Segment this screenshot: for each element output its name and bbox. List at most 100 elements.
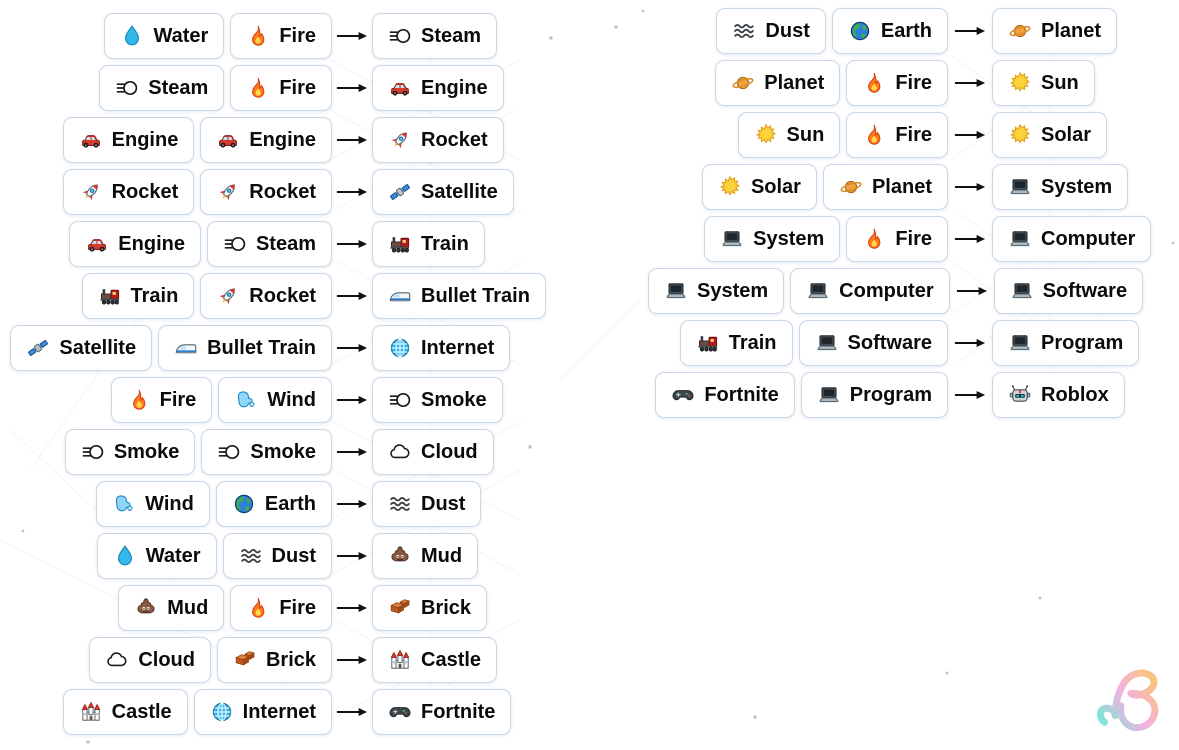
item-tile-computer[interactable]: Computer xyxy=(992,216,1152,262)
item-tile-system[interactable]: System xyxy=(992,164,1129,210)
item-tile-smoke[interactable]: Smoke xyxy=(372,377,503,423)
item-tile-internet[interactable]: Internet xyxy=(193,689,332,735)
item-tile-fire[interactable]: Fire xyxy=(110,377,213,423)
gamepad-icon xyxy=(388,700,412,724)
item-tile-engine[interactable]: Engine xyxy=(372,65,504,111)
item-tile-mud[interactable]: Mud xyxy=(118,585,225,631)
item-tile-solar[interactable]: Solar xyxy=(701,164,817,210)
item-tile-fire[interactable]: Fire xyxy=(230,13,332,59)
item-tile-train[interactable]: Train xyxy=(679,320,793,366)
item-label: Planet xyxy=(871,175,932,198)
car-icon xyxy=(79,128,103,152)
item-tile-planet[interactable]: Planet xyxy=(715,60,841,106)
item-tile-engine[interactable]: Engine xyxy=(200,117,332,163)
laptop-icon xyxy=(806,279,830,303)
item-tile-roblox[interactable]: Roblox xyxy=(992,372,1125,418)
item-tile-sun[interactable]: Sun xyxy=(737,112,841,158)
item-tile-smoke[interactable]: Smoke xyxy=(201,429,332,475)
item-tile-rocket[interactable]: Rocket xyxy=(372,117,504,163)
item-tile-fire[interactable]: Fire xyxy=(846,216,948,262)
item-tile-engine[interactable]: Engine xyxy=(69,221,201,267)
item-label: Earth xyxy=(880,19,932,42)
item-tile-sun[interactable]: Sun xyxy=(992,60,1095,106)
item-tile-computer[interactable]: Computer xyxy=(790,268,950,314)
ingredients: Dust Earth xyxy=(648,8,948,54)
item-tile-mud[interactable]: Mud xyxy=(372,533,479,579)
item-tile-fire[interactable]: Fire xyxy=(846,112,948,158)
item-label: Solar xyxy=(750,175,801,198)
item-tile-system[interactable]: System xyxy=(704,216,841,262)
item-tile-earth[interactable]: Earth xyxy=(215,481,332,527)
result: Brick xyxy=(372,585,488,631)
item-tile-satellite[interactable]: Satellite xyxy=(372,169,514,215)
item-tile-internet[interactable]: Internet xyxy=(372,325,511,371)
item-tile-rocket[interactable]: Rocket xyxy=(200,169,332,215)
item-tile-dust[interactable]: Dust xyxy=(372,481,482,527)
arrow-right-icon xyxy=(332,186,372,198)
item-tile-solar[interactable]: Solar xyxy=(992,112,1108,158)
locomotive-icon xyxy=(696,331,720,355)
item-tile-planet[interactable]: Planet xyxy=(822,164,948,210)
item-label: Rocket xyxy=(111,180,179,203)
item-tile-planet[interactable]: Planet xyxy=(992,8,1118,54)
item-label: Castle xyxy=(421,648,482,671)
item-tile-system[interactable]: System xyxy=(648,268,785,314)
item-tile-fortnite[interactable]: Fortnite xyxy=(372,689,512,735)
item-tile-train[interactable]: Train xyxy=(372,221,485,267)
fire-icon xyxy=(246,24,270,48)
item-tile-fire[interactable]: Fire xyxy=(846,60,948,106)
item-tile-software[interactable]: Software xyxy=(993,268,1144,314)
item-tile-smoke[interactable]: Smoke xyxy=(64,429,196,475)
item-tile-wind[interactable]: Wind xyxy=(218,377,332,423)
item-tile-water[interactable]: Water xyxy=(96,533,217,579)
item-tile-fire[interactable]: Fire xyxy=(230,585,332,631)
arrow-right-icon xyxy=(948,25,992,37)
item-label: Fire xyxy=(159,388,197,411)
result: Computer xyxy=(992,216,1152,262)
water-droplet-icon xyxy=(113,544,137,568)
item-tile-engine[interactable]: Engine xyxy=(62,117,195,163)
item-tile-water[interactable]: Water xyxy=(104,13,225,59)
item-label: Dust xyxy=(765,19,810,42)
item-tile-steam[interactable]: Steam xyxy=(206,221,332,267)
item-tile-brick[interactable]: Brick xyxy=(372,585,488,631)
result: Dust xyxy=(372,481,482,527)
item-tile-dust[interactable]: Dust xyxy=(222,533,332,579)
result: System xyxy=(992,164,1129,210)
item-tile-software[interactable]: Software xyxy=(798,320,948,366)
item-tile-fire[interactable]: Fire xyxy=(230,65,332,111)
item-tile-wind[interactable]: Wind xyxy=(96,481,210,527)
item-tile-cloud[interactable]: Cloud xyxy=(89,637,211,683)
item-tile-cloud[interactable]: Cloud xyxy=(372,429,494,475)
item-tile-bullet-train[interactable]: Bullet Train xyxy=(158,325,332,371)
item-tile-program[interactable]: Program xyxy=(800,372,948,418)
item-label: Internet xyxy=(421,336,495,359)
item-tile-castle[interactable]: Castle xyxy=(372,637,498,683)
item-tile-program[interactable]: Program xyxy=(992,320,1140,366)
item-tile-earth[interactable]: Earth xyxy=(831,8,948,54)
item-tile-dust[interactable]: Dust xyxy=(716,8,826,54)
item-tile-bullet-train[interactable]: Bullet Train xyxy=(372,273,546,319)
item-tile-steam[interactable]: Steam xyxy=(372,13,498,59)
item-tile-satellite[interactable]: Satellite xyxy=(10,325,153,371)
item-tile-brick[interactable]: Brick xyxy=(216,637,332,683)
item-tile-fortnite[interactable]: Fortnite xyxy=(655,372,795,418)
item-tile-train[interactable]: Train xyxy=(81,273,195,319)
item-tile-castle[interactable]: Castle xyxy=(62,689,188,735)
item-tile-rocket[interactable]: Rocket xyxy=(62,169,195,215)
item-label: Program xyxy=(849,383,932,406)
item-tile-rocket[interactable]: Rocket xyxy=(200,273,332,319)
fire-icon xyxy=(862,123,886,147)
satellite-icon xyxy=(388,180,412,204)
result: Rocket xyxy=(372,117,504,163)
dust-waves-icon xyxy=(388,492,412,516)
item-tile-steam[interactable]: Steam xyxy=(99,65,225,111)
